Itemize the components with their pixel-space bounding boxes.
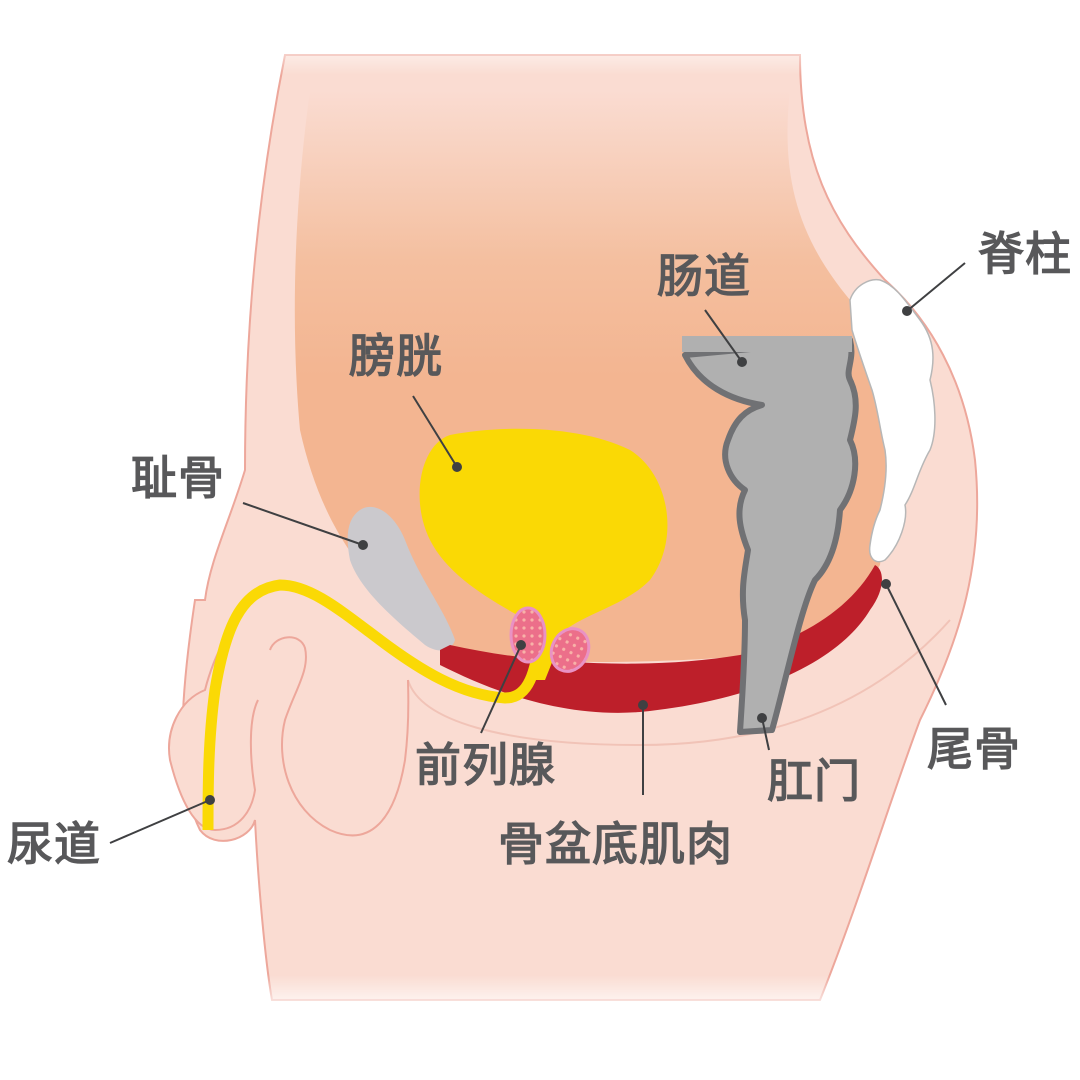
label-urethra: 尿道 (7, 817, 101, 871)
pubic-bone-shape (347, 506, 455, 651)
bladder-shape (419, 428, 668, 680)
scrotum-outline (269, 636, 410, 837)
label-bladder: 膀胱 (349, 329, 443, 383)
bottom-fade (0, 975, 1080, 1015)
label-anus: 肛门 (767, 754, 861, 808)
buttock-fold (407, 619, 951, 747)
label-pubic-bone: 耻骨 (131, 451, 225, 505)
label-intestine: 肠道 (657, 249, 751, 303)
rectum-shape (682, 337, 859, 735)
bottom-blank (0, 1012, 1080, 1080)
rectum-top-cover (682, 336, 852, 352)
top-fade (0, 30, 1080, 75)
label-coccyx: 尾骨 (927, 722, 1021, 776)
label-pelvic-floor-muscle: 骨盆底肌肉 (498, 817, 733, 871)
leader-lines (109, 262, 966, 844)
urethra-path (202, 579, 546, 831)
label-spine: 脊柱 (978, 227, 1072, 281)
label-prostate: 前列腺 (415, 738, 556, 792)
spine-shape (849, 278, 936, 563)
